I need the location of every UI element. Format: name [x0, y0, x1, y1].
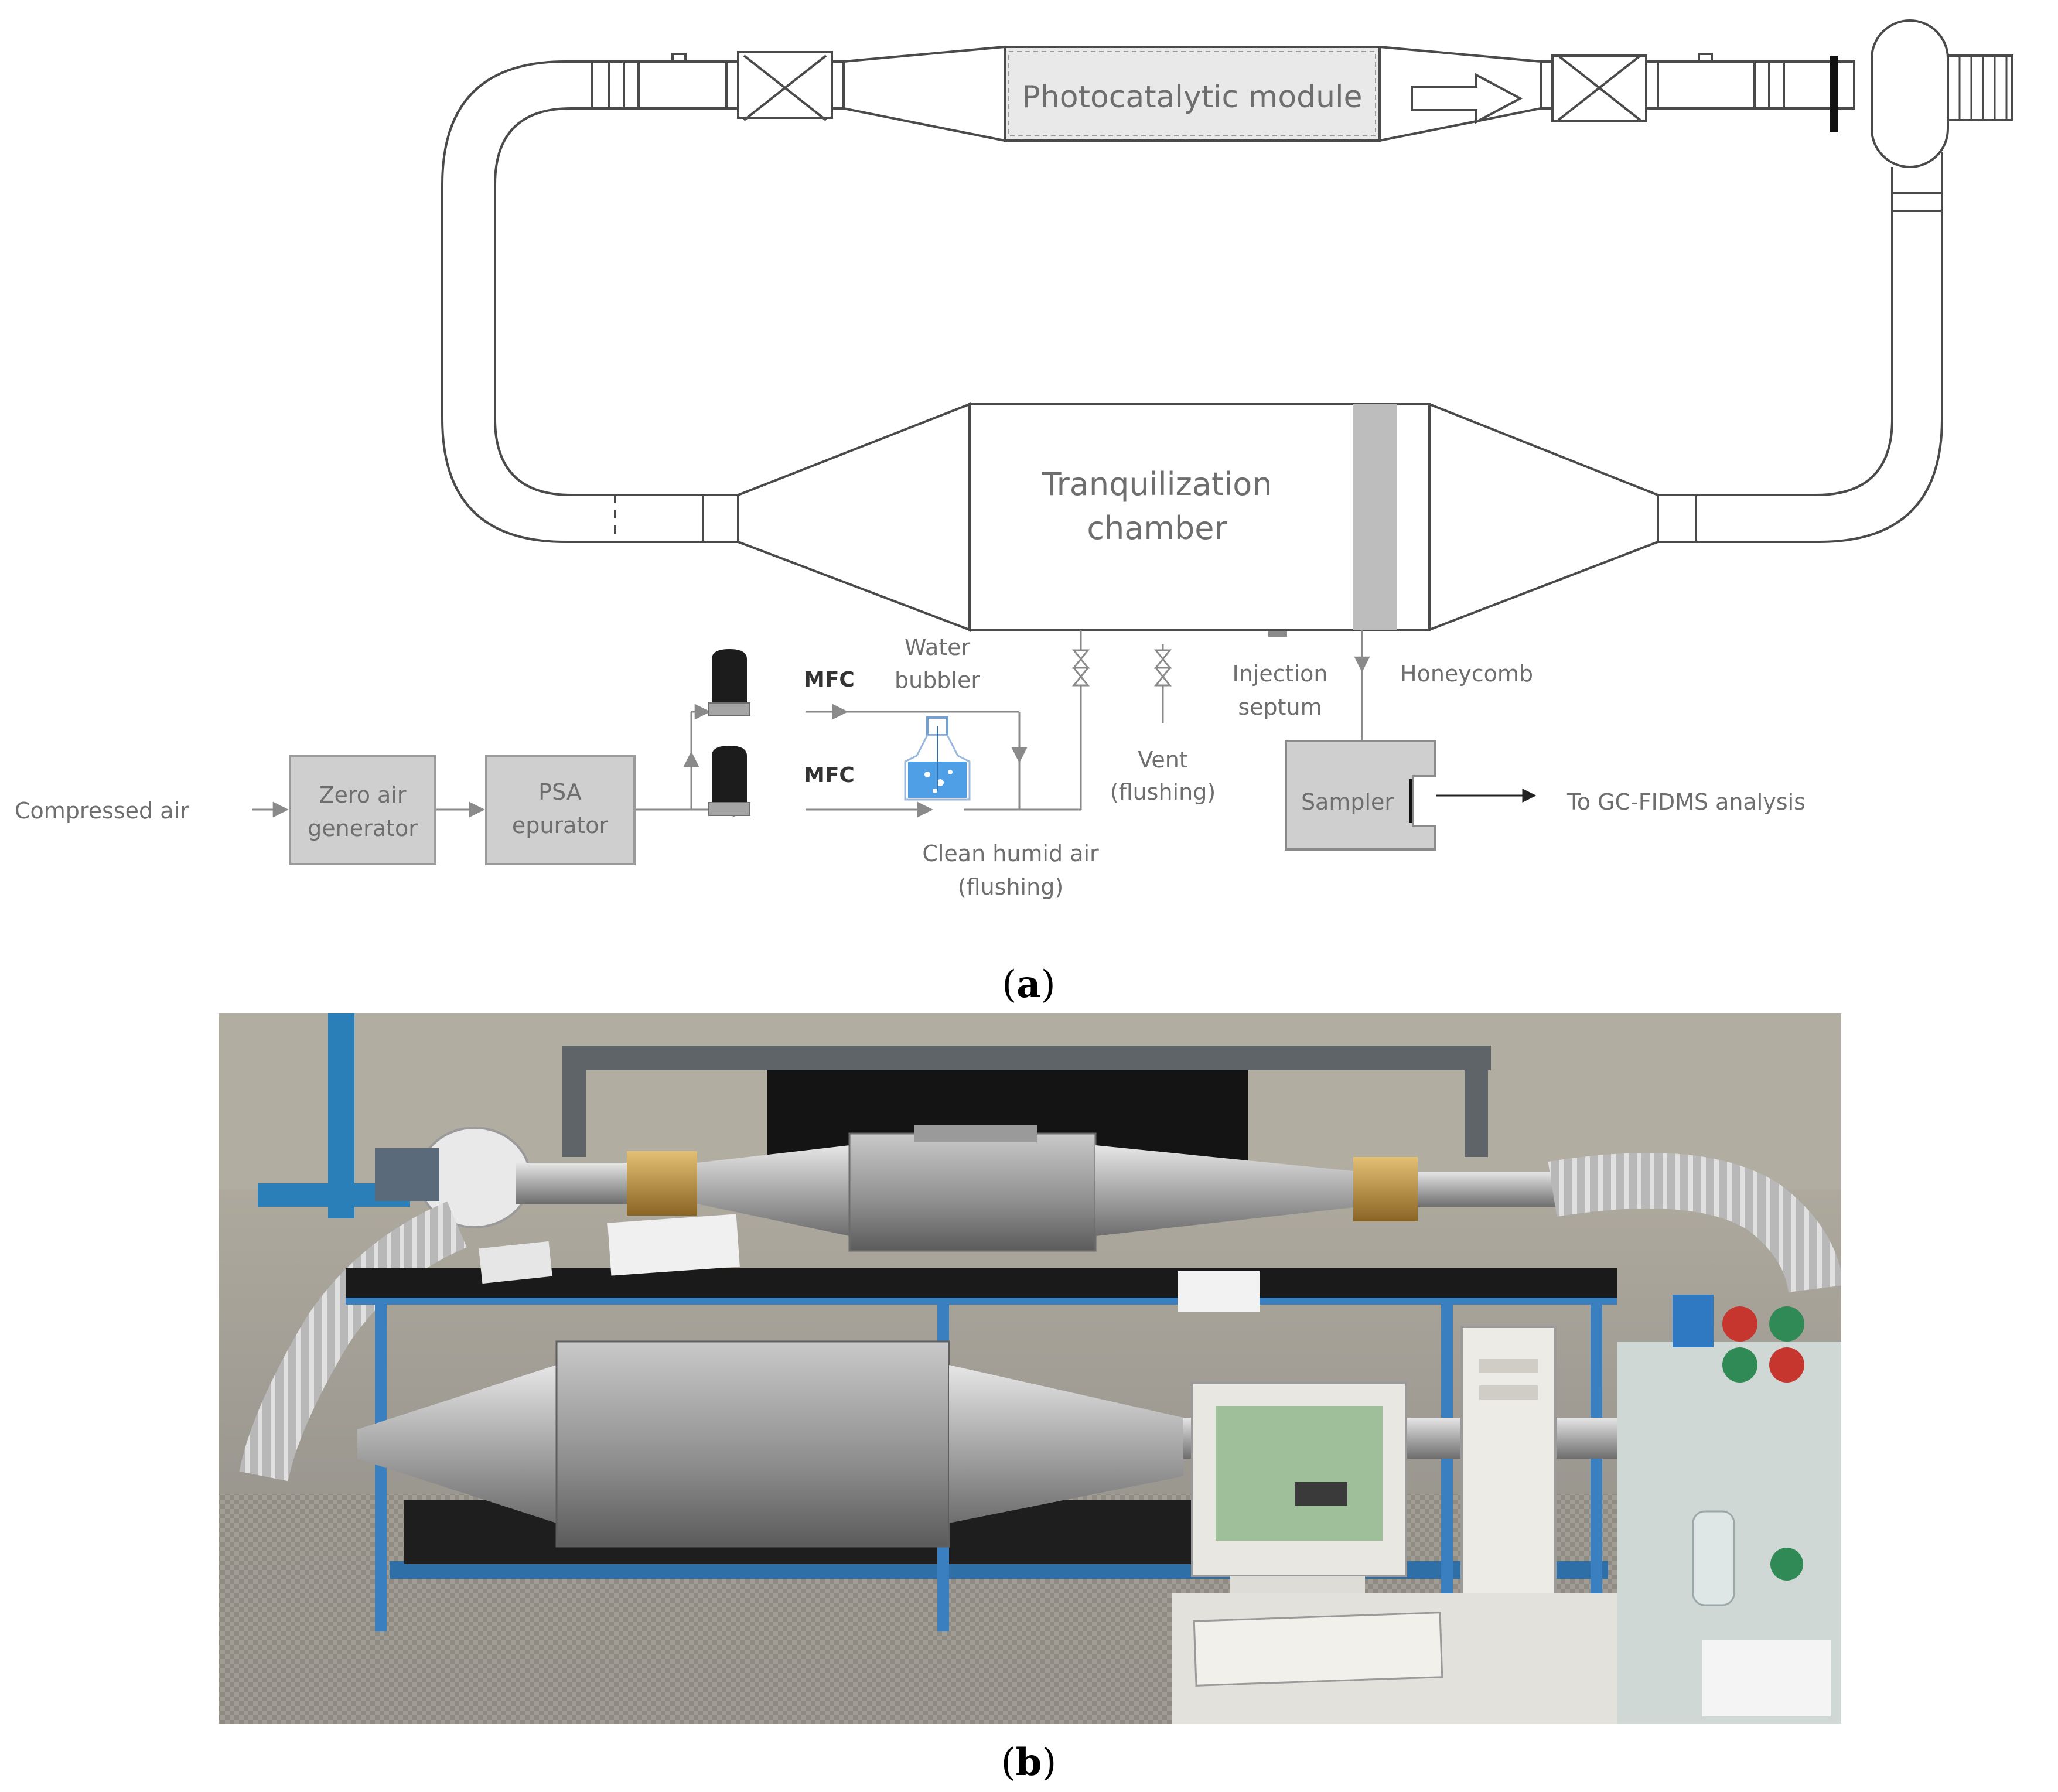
photo-chamber-inlet-cone [357, 1365, 557, 1523]
caption-a: (a) [1002, 962, 1055, 1006]
top-duct-segment-2 [1657, 60, 1855, 110]
schematic-labels: Photocatalytic module Tranquilization ch… [15, 80, 1806, 900]
injection-septum-port [1268, 631, 1287, 637]
flow-arrow-icon [1411, 73, 1523, 124]
fan-icon [1871, 19, 1949, 168]
psa-label-line2: epurator [512, 813, 609, 838]
injection-septum-label-line2: septum [1238, 694, 1322, 720]
photocatalytic-module-photo [848, 1132, 1097, 1252]
right-return-duct-outer [1696, 152, 1943, 543]
keyboard [1193, 1612, 1443, 1687]
tranquilization-label-line1: Tranquilization [1042, 466, 1272, 503]
top-port-right [1698, 53, 1713, 62]
caption-b: (b) [1001, 1740, 1057, 1784]
right-return-duct-inner [1696, 167, 1893, 496]
mfc-top-label: MFC [804, 668, 855, 692]
honeycomb-insert [1353, 404, 1397, 630]
brass-valve-right [1353, 1157, 1418, 1221]
chamber-outlet-cone [1429, 403, 1659, 631]
plumbing [252, 630, 1370, 818]
flexible-duct-right [1548, 1152, 1841, 1293]
psa-epurator-box [485, 755, 636, 865]
photo-panel [219, 1013, 1841, 1724]
table-top [346, 1268, 1617, 1298]
zero-air-label-line2: generator [308, 815, 418, 841]
top-duct-segment-1 [591, 60, 739, 110]
psa-label-line1: PSA [538, 779, 582, 805]
brass-valve-left [627, 1151, 697, 1216]
sampler-box [1285, 740, 1436, 851]
vent-label-line2: (flushing) [1110, 779, 1216, 805]
photo-chamber-outlet-cone [949, 1365, 1183, 1523]
photo-diffuser-right [1095, 1145, 1359, 1236]
clean-humid-air-label-line1: Clean humid air [922, 841, 1099, 866]
photo-diffuser-left [697, 1145, 849, 1236]
tranquilization-label-line2: chamber [1087, 510, 1227, 547]
water-bubbler-icon [904, 716, 971, 801]
fan-motor [1947, 54, 2013, 121]
return-pipe [571, 1046, 1491, 1070]
left-return-duct-outer [441, 60, 703, 543]
monitor-screen [1216, 1406, 1383, 1541]
diffuser-left [843, 45, 1006, 142]
glass-bottle [1692, 1510, 1735, 1606]
chamber-inlet-cone [738, 402, 971, 632]
computer-tower [1460, 1326, 1557, 1633]
vent-label-line1: Vent [1138, 747, 1187, 773]
zero-air-label-line1: Zero air [319, 782, 407, 808]
flexible-duct-left [239, 1201, 467, 1482]
water-bubbler-label-line1: Water [905, 634, 971, 660]
process-boxes [289, 740, 1537, 865]
top-port-left [671, 53, 687, 62]
tranquilization-chamber-box [968, 403, 1431, 631]
clean-humid-air-label-line2: (flushing) [958, 874, 1063, 900]
sampler-label: Sampler [1301, 789, 1394, 815]
photocatalytic-module-box [1004, 46, 1381, 142]
photocatalytic-module-label: Photocatalytic module [1022, 80, 1362, 115]
mfc-bottom-label: MFC [804, 763, 855, 787]
mfc-top-icon [708, 649, 750, 716]
water-bubbler-label-line2: bubbler [895, 667, 980, 693]
mfc-bottom-icon [708, 746, 750, 816]
zero-air-generator-box [289, 755, 436, 865]
left-return-duct-inner [494, 107, 703, 496]
schematic-panel [441, 19, 2013, 632]
honeycomb-label: Honeycomb [1400, 661, 1533, 687]
photo-tranquilization-chamber [555, 1340, 950, 1548]
compressed-air-label: Compressed air [15, 798, 189, 824]
injection-septum-label-line1: Injection [1233, 661, 1328, 687]
to-gc-fidms-label: To GC-FIDMS analysis [1566, 789, 1806, 815]
valve-icons [1071, 649, 1172, 687]
